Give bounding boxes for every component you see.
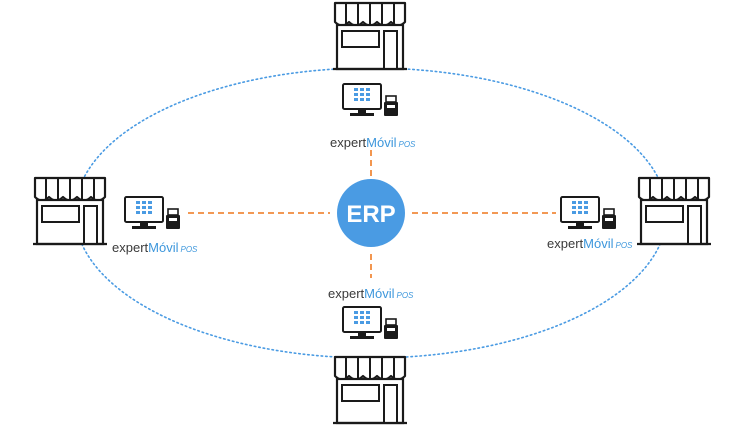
store-icon-top bbox=[331, 1, 409, 71]
pos-label-movil: Móvil bbox=[366, 135, 397, 150]
pos-label-movil: Móvil bbox=[583, 236, 614, 251]
pos-label-pos: POS bbox=[396, 291, 414, 300]
pos-terminal-icon-top bbox=[342, 83, 399, 117]
pos-label-expert: expert bbox=[328, 286, 365, 301]
pos-label-movil: Móvil bbox=[148, 240, 179, 255]
pos-label-movil: Móvil bbox=[364, 286, 395, 301]
pos-label-pos: POS bbox=[180, 245, 198, 254]
pos-terminal-icon-bottom bbox=[342, 306, 399, 340]
pos-label-pos: POS bbox=[398, 140, 416, 149]
erp-hub: ERP bbox=[337, 179, 405, 247]
store-icon-bottom bbox=[331, 355, 409, 425]
pos-terminal-icon-left bbox=[124, 196, 181, 230]
pos-terminal-icon-right bbox=[560, 196, 617, 230]
pos-label-expert: expert bbox=[112, 240, 149, 255]
pos-label-expert: expert bbox=[330, 135, 367, 150]
pos-label-pos: POS bbox=[615, 241, 633, 250]
pos-label-expert: expert bbox=[547, 236, 584, 251]
connectors bbox=[188, 150, 556, 278]
erp-label: ERP bbox=[346, 201, 395, 228]
store-icon-left bbox=[31, 176, 109, 246]
store-icon-right bbox=[635, 176, 713, 246]
